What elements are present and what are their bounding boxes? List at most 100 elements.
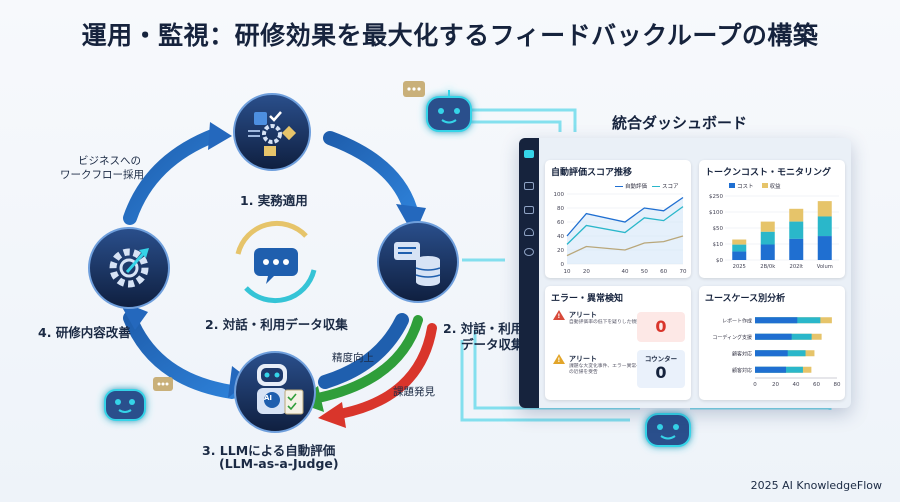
usecase-category-label: レポート作成: [722, 317, 752, 324]
token-x-tick: 2025: [733, 264, 746, 270]
dashboard-sidebar: [519, 138, 539, 408]
usecase-panel-title: ユースケース別分析: [705, 294, 786, 304]
score-panel-title: 自動評価スコア推移: [551, 168, 633, 178]
business-label-line1: ビジネスへの: [78, 155, 141, 167]
score-y-tick: 60: [557, 220, 564, 226]
token-panel: トークンコスト・モニタリング コスト 収益 $250 $100 $50 $10 $0 20…: [699, 160, 845, 278]
database-icon: [377, 221, 459, 303]
arrow-red-label: 課題発見: [393, 386, 435, 398]
token-bar-cost: [732, 251, 747, 260]
error-panel: エラー・異常検知 ! アリート 自動評価率の低下を疑りした傾知 0 ! アリート…: [545, 286, 691, 400]
usecase-bar: [755, 350, 788, 357]
alert-1-count-box: 0: [637, 312, 685, 342]
token-y-tick: $100: [709, 210, 723, 216]
red-arrow: [335, 323, 437, 419]
step1-label: 1. 実務適用: [240, 193, 308, 208]
score-x-tick: 70: [680, 269, 687, 275]
token-bar-cost-upper: [732, 244, 747, 252]
step2-label-line2: データ収集: [461, 337, 524, 352]
usecase-bar: [755, 366, 787, 373]
token-y-tick: $50: [713, 226, 724, 232]
alert-1-desc: 自動評価率の低下を疑りした傾知: [569, 320, 641, 325]
footer-credit: 2025 AI KnowledgeFlow: [750, 479, 882, 492]
token-bar-revenue: [760, 221, 775, 232]
bell-icon[interactable]: [524, 228, 534, 236]
calendar-icon[interactable]: [524, 206, 534, 214]
judge-badge: AI: [264, 394, 273, 402]
green-arrow: [313, 315, 423, 403]
token-bar-cost: [760, 244, 775, 260]
usecase-x-tick: 80: [834, 382, 841, 388]
token-bar-revenue: [732, 239, 747, 245]
usecase-bar: [755, 317, 798, 324]
usecase-x-tick: 40: [793, 382, 800, 388]
chat-center-icon: [235, 220, 317, 304]
usecase-x-tick: 0: [753, 382, 757, 388]
score-y-tick: 20: [557, 248, 564, 254]
counter-box: コウンター 0: [637, 350, 685, 388]
usecase-bar: [755, 333, 792, 340]
alert-2-desc: 課題な大変化事件、エラー異常への近帰を受告: [569, 364, 641, 376]
score-x-tick: 10: [564, 269, 571, 275]
token-y-tick: $0: [716, 258, 723, 264]
step3-label-line2: (LLM-as-a-Judge): [219, 456, 339, 471]
token-bar-cost: [817, 236, 832, 260]
score-area: [567, 197, 683, 264]
step4-label: 4. 研修内容改善: [38, 325, 131, 340]
alert-1-count: 0: [655, 317, 667, 336]
token-bar-cost: [789, 238, 804, 260]
token-bar-cost-upper: [817, 216, 832, 237]
usecase-category-label: 顧客対応: [732, 367, 752, 374]
score-y-tick: 100: [554, 192, 565, 198]
center-label: 2. 対話・利用データ収集: [205, 317, 348, 332]
home-icon[interactable]: [524, 150, 534, 158]
robot-helper-top-icon: [426, 90, 472, 132]
score-series-line-1: [566, 206, 684, 245]
score-series-line-2: [566, 235, 684, 257]
token-bar-cost-upper: [789, 221, 804, 239]
counter-value: 0: [655, 363, 667, 382]
alert-1-title: アリート: [569, 311, 597, 319]
legend-item-revenue: 収益: [761, 182, 781, 190]
legend-item-score: スコア: [652, 182, 679, 190]
score-y-tick: 80: [557, 206, 564, 212]
legend-item-cost: コスト: [729, 182, 754, 190]
connector-lines: [460, 108, 832, 422]
usecase-category-label: コーディング支援: [712, 334, 752, 341]
robot-judge-icon: [234, 351, 316, 433]
warning-yellow-icon: [553, 354, 565, 364]
chat-bubble-left-icon: [153, 377, 173, 391]
token-bar-revenue: [789, 208, 804, 222]
robot-helper-left-icon: [104, 389, 146, 421]
token-x-tick: 202It: [790, 264, 803, 270]
token-y-tick: $250: [709, 194, 723, 200]
chat-bubble-icon: [403, 81, 425, 97]
token-x-tick: 2B/0k: [760, 264, 775, 270]
cycle-arrows: [123, 128, 417, 399]
dashboard-title: 統合ダッシュボード: [612, 114, 748, 132]
gear-icon: [88, 227, 170, 309]
settings-icon[interactable]: [524, 248, 534, 256]
score-x-tick: 20: [583, 269, 590, 275]
score-legend: 自動評価 スコア: [615, 182, 679, 190]
token-panel-title: トークンコスト・モニタリング: [705, 168, 832, 178]
token-y-tick: $10: [713, 242, 724, 248]
token-x-tick: Volum: [817, 264, 833, 270]
token-legend: コスト 収益: [729, 182, 781, 190]
score-x-tick: 40: [622, 269, 629, 275]
token-bar-revenue: [817, 201, 832, 217]
token-bar-cost-upper: [760, 231, 775, 245]
alert-2[interactable]: ! アリート 課題な大変化事件、エラー異常への近帰を受告 コウンター 0: [551, 350, 691, 394]
business-label-line2: ワークフロー採用: [60, 169, 144, 181]
score-x-tick: 60: [660, 269, 667, 275]
usecase-x-tick: 60: [813, 382, 820, 388]
score-y-tick: 0: [561, 262, 565, 268]
alert-1[interactable]: ! アリート 自動評価率の低下を疑りした傾知 0: [551, 310, 691, 350]
score-series-line-0: [566, 196, 684, 237]
terminal-icon[interactable]: [524, 182, 534, 190]
step3-label-line1: 3. LLMによる自動評価: [202, 443, 336, 458]
